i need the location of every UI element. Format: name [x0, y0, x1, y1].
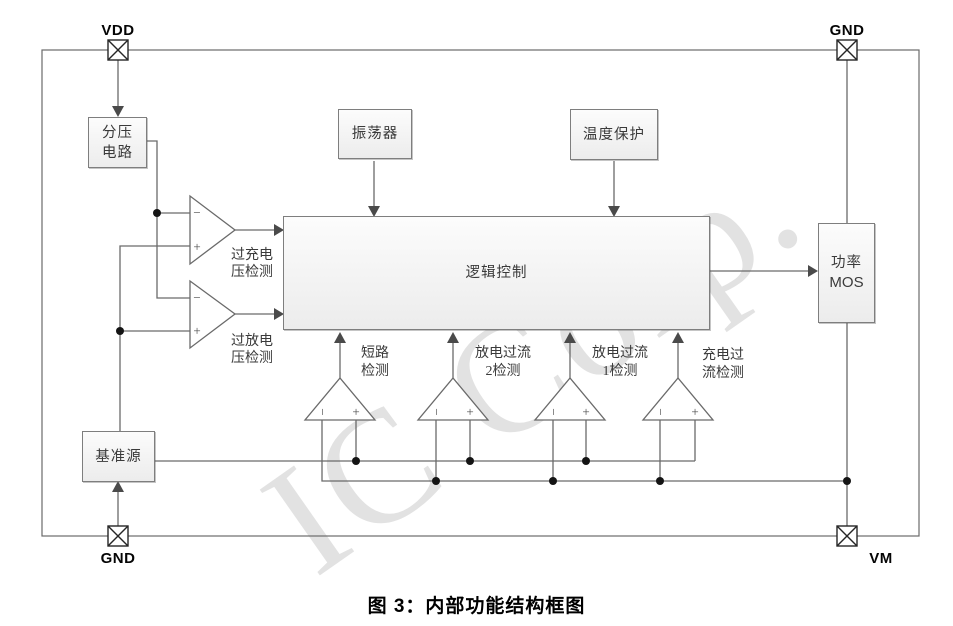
block-voltage-divider: 分压 电路 [88, 117, 147, 168]
block-logic-control: 逻辑控制 [283, 216, 710, 330]
arrowheads [112, 106, 818, 492]
figure-caption: 图 3：内部功能结构框图 [367, 596, 586, 617]
arrow-oscillator-into-logic [368, 206, 380, 217]
label-line: 放电过流 [475, 346, 531, 361]
block-temp-protect: 温度保护 [570, 109, 658, 160]
block-label: 基准源 [95, 448, 142, 465]
arrow-comp3-into-logic [564, 332, 576, 343]
short-circuit-minus-input: − [315, 408, 330, 416]
pin-symbols [107, 39, 858, 547]
discharge-oc1-minus-input: − [546, 408, 561, 416]
label-line: 过充电 [231, 248, 273, 263]
discharge-oc1-plus-input: + [582, 404, 590, 419]
label-line: 流检测 [702, 366, 744, 381]
label-line: 检测 [361, 364, 389, 379]
label-line: 压检测 [231, 265, 273, 280]
wire-vm-sense-bus [321, 420, 847, 482]
block-power-mos: 功率 MOS [818, 223, 875, 323]
vm-pin-icon [836, 525, 858, 547]
label-line: 1检测 [602, 364, 638, 379]
overcharge-plus-input: + [193, 239, 201, 254]
gnd-top-pin-label: GND [829, 22, 865, 39]
label-line: 过放电 [231, 334, 273, 349]
arrow-logic-into-mos [808, 265, 818, 277]
block-label: 温度保护 [583, 126, 645, 143]
label-discharge-oc1-detect: 放电过流 1检测 [584, 345, 656, 381]
arrow-comp1-into-logic [334, 332, 346, 343]
overcharge-comparator [189, 194, 237, 266]
short-circuit-comparator [303, 376, 377, 421]
block-label: MOS [829, 274, 864, 291]
label-line: 短路 [361, 346, 389, 361]
wires [117, 60, 848, 526]
block-oscillator: 振荡器 [338, 109, 412, 159]
discharge-oc1-comparator [533, 376, 607, 421]
vdd-pin-icon [107, 39, 129, 61]
block-reference: 基准源 [82, 431, 155, 482]
arrow-overcharge-into-logic [274, 224, 284, 236]
arrow-comp4-into-logic [672, 332, 684, 343]
vm-pin-label: VM [869, 550, 893, 567]
arrow-into-reference [112, 481, 124, 492]
overdischarge-comparator [189, 279, 237, 350]
wire-reference-to-comparators [119, 245, 190, 431]
overcharge-minus-input: − [193, 205, 201, 220]
block-label: 电路 [102, 144, 133, 161]
wire-divider-to-comparators [147, 140, 190, 299]
chip-outline [41, 49, 920, 537]
comparator-triangles [189, 194, 715, 421]
block-label: 振荡器 [351, 126, 399, 142]
block-label: 逻辑控制 [465, 265, 528, 281]
label-discharge-oc2-detect: 放电过流 2检测 [467, 345, 539, 381]
discharge-oc2-minus-input: − [429, 408, 444, 416]
arrow-into-divider [112, 106, 124, 117]
discharge-oc2-plus-input: + [466, 404, 474, 419]
charge-oc-plus-input: + [691, 404, 699, 419]
label-charge-oc-detect: 充电过 流检测 [696, 347, 750, 383]
block-label: 功率 [831, 255, 862, 271]
label-line: 充电过 [702, 348, 744, 363]
arrow-overdischarge-into-logic [274, 308, 284, 320]
label-overcharge-detect: 过充电 压检测 [224, 247, 280, 281]
charge-oc-comparator [641, 376, 715, 421]
gnd-bottom-pin-label: GND [100, 550, 136, 567]
label-line: 压检测 [231, 351, 273, 366]
label-line: 放电过流 [592, 346, 648, 361]
overdischarge-minus-input: − [193, 290, 201, 305]
junction-dots [116, 209, 851, 485]
label-line: 2检测 [485, 364, 521, 379]
short-circuit-plus-input: + [352, 404, 360, 419]
overdischarge-plus-input: + [193, 323, 201, 338]
gnd-top-pin-icon [836, 39, 858, 61]
discharge-oc2-comparator [416, 376, 490, 421]
gnd-bottom-pin-icon [107, 525, 129, 547]
arrow-temp-into-logic [608, 206, 620, 217]
arrow-comp2-into-logic [447, 332, 459, 343]
vdd-pin-label: VDD [101, 22, 135, 39]
label-short-circuit-detect: 短路 检测 [357, 345, 393, 381]
label-overdischarge-detect: 过放电 压检测 [224, 333, 280, 367]
charge-oc-minus-input: − [653, 408, 668, 416]
block-label: 分压 [102, 124, 133, 141]
